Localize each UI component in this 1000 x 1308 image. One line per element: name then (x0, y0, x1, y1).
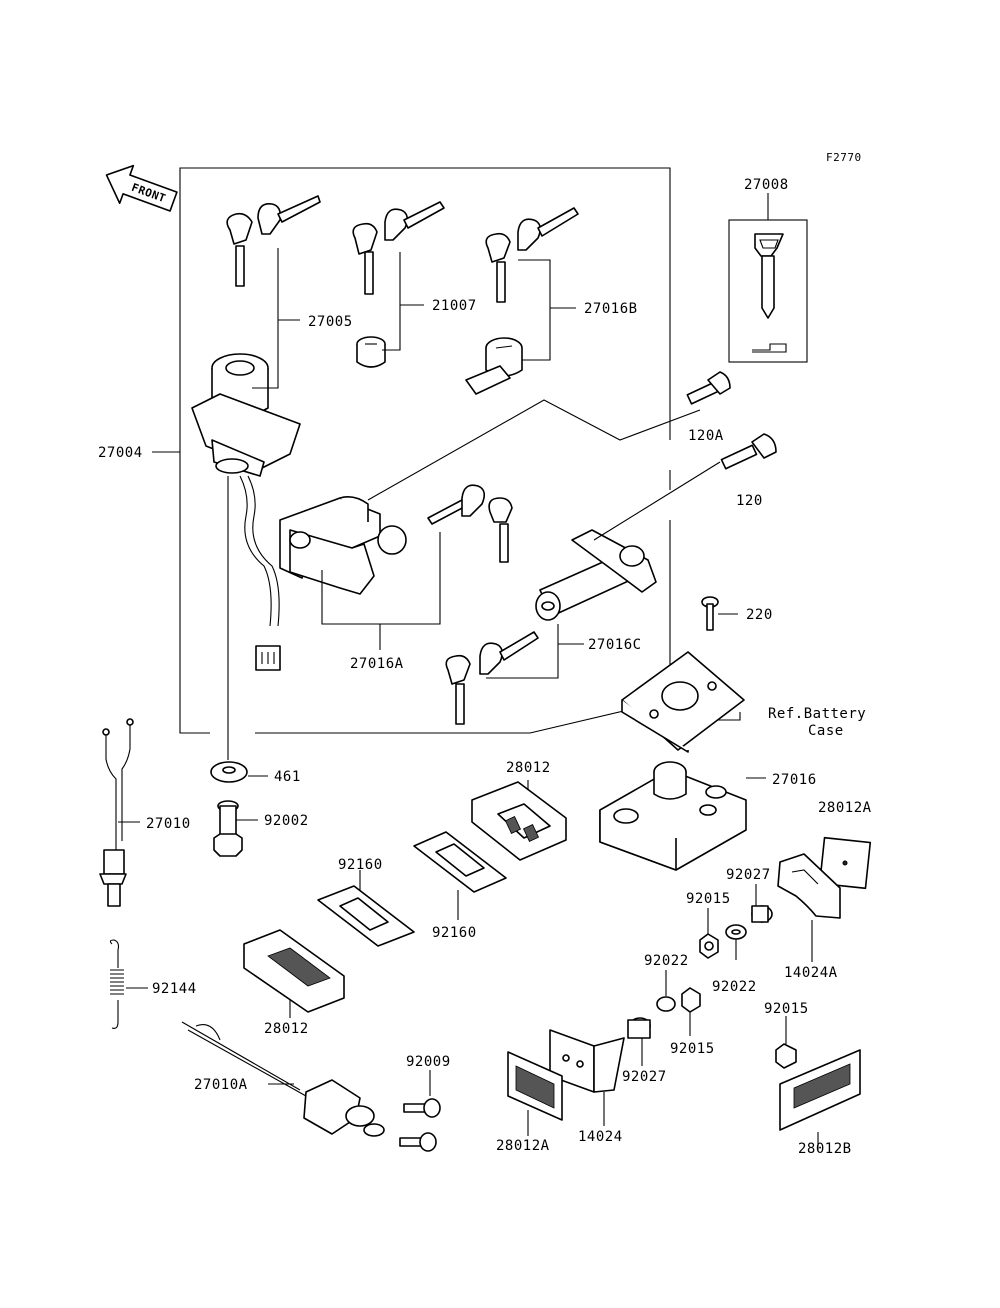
label-92160-upper: 92160 (338, 857, 383, 873)
label-14024: 14024 (578, 1129, 623, 1145)
nut-92015-a (699, 933, 719, 959)
cap-lock-27016A (279, 496, 407, 595)
switch-27010A (181, 1021, 385, 1137)
reflector-28012A-bottom (507, 1051, 563, 1121)
figure-code: F2770 (826, 151, 862, 164)
label-92015-a: 92015 (686, 891, 731, 907)
label-28012-bottom: 28012 (264, 1021, 309, 1037)
key-pair-27016A (427, 484, 513, 563)
label-27016A: 27016A (350, 656, 404, 672)
label-14024A: 14024A (784, 965, 838, 981)
label-92009: 92009 (406, 1054, 451, 1070)
label-ref-battery-line2: Case (808, 723, 844, 739)
label-27016C: 27016C (588, 637, 642, 653)
label-28012B: 28012B (798, 1141, 852, 1157)
label-120A: 120A (688, 428, 724, 444)
label-28012-top: 28012 (506, 760, 551, 776)
label-92027-top: 92027 (726, 867, 771, 883)
reflector-28012-top (471, 781, 567, 861)
spacer-92027-top (751, 905, 773, 923)
washer-461 (210, 761, 248, 783)
ignition-switch-27004 (191, 353, 301, 671)
label-92160-lower: 92160 (432, 925, 477, 941)
spacer-92027-bottom (627, 1017, 651, 1039)
label-120: 120 (736, 493, 763, 509)
reflector-28012A-right (818, 836, 872, 890)
helmet-lock-27016C (535, 529, 657, 621)
bracket-14024A (777, 853, 841, 919)
label-92015-b: 92015 (670, 1041, 715, 1057)
label-27016B: 27016B (584, 301, 638, 317)
label-92002: 92002 (264, 813, 309, 829)
label-27010A: 27010A (194, 1077, 248, 1093)
battery-bracket (621, 651, 745, 753)
washer-92022-b (656, 996, 676, 1012)
gasket-92160-lower (317, 885, 415, 947)
label-27005: 27005 (308, 314, 353, 330)
screw-92009-a (403, 1098, 441, 1118)
spring-92144 (109, 939, 124, 1029)
label-92022-b: 92022 (712, 979, 757, 995)
bolt-92002 (213, 800, 243, 857)
label-27008: 27008 (744, 177, 789, 193)
label-92144: 92144 (152, 981, 197, 997)
bolt-120 (720, 433, 777, 470)
label-92015-c: 92015 (764, 1001, 809, 1017)
label-27016: 27016 (772, 772, 817, 788)
gasket-92160-upper (413, 831, 507, 893)
label-27004: 27004 (98, 445, 143, 461)
label-28012A-bottom: 28012A (496, 1138, 550, 1154)
key-pair-21007 (352, 201, 445, 295)
lock-cylinder-21007 (356, 336, 386, 368)
seat-lock-27016B (465, 337, 523, 395)
label-28012A-right: 28012A (818, 800, 872, 816)
washer-92022-a (725, 924, 747, 940)
label-92027-bottom: 92027 (622, 1069, 667, 1085)
screw-92009-b (399, 1132, 437, 1152)
label-220: 220 (746, 607, 773, 623)
key-pair-27016B (485, 207, 579, 303)
reflector-28012B (779, 1049, 861, 1131)
nut-92015-c (775, 1043, 797, 1069)
label-461: 461 (274, 769, 301, 785)
front-arrow-icon: FRONT (105, 164, 178, 212)
label-27010: 27010 (146, 816, 191, 832)
label-ref-battery-line1: Ref.Battery (768, 706, 866, 722)
key-pair-27016C (445, 631, 539, 725)
lock-holder-27016 (599, 761, 747, 871)
leader-lines (118, 248, 819, 1150)
brake-switch-27010 (99, 718, 134, 907)
label-21007: 21007 (432, 298, 477, 314)
label-92022-a: 92022 (644, 953, 689, 969)
nut-92015-b (681, 987, 701, 1013)
reflector-28012-bottom (243, 929, 345, 1013)
bolt-120A (686, 371, 731, 405)
screw-220 (701, 596, 719, 631)
key-blank-27008 (728, 193, 808, 363)
key-pair-27005 (226, 195, 321, 287)
